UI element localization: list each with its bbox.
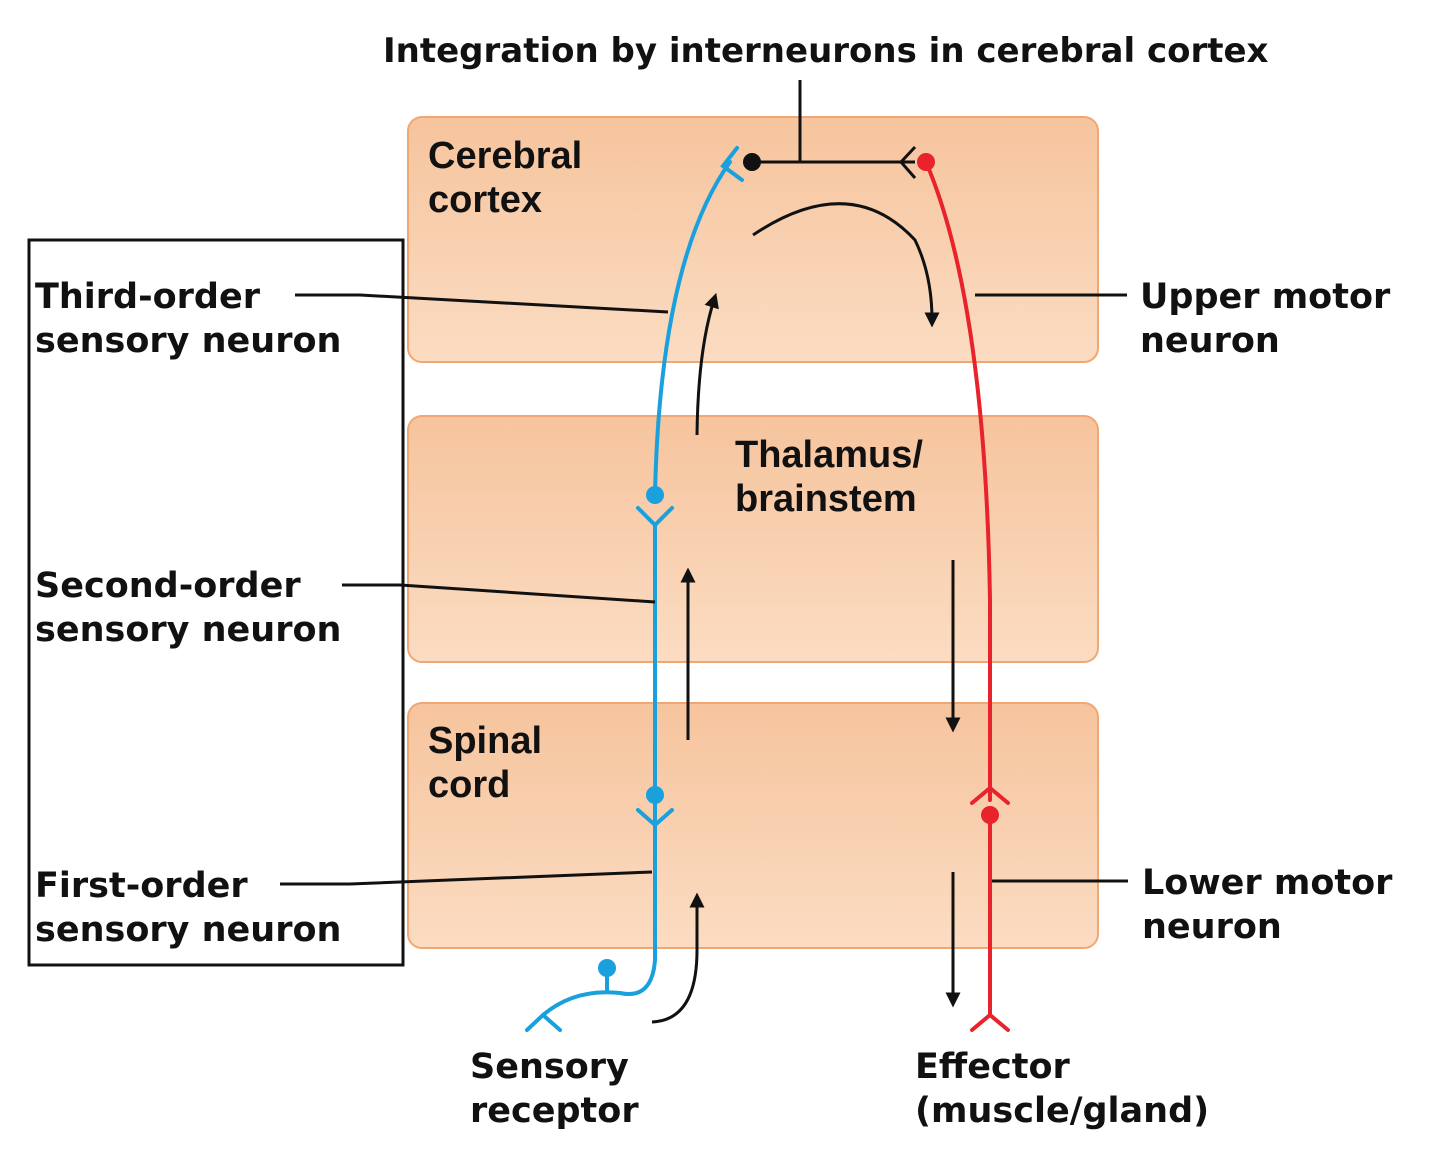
flow-arrows: [651, 202, 961, 1024]
effector-label: Effector(muscle/gland): [915, 1047, 1209, 1131]
spinal-cord-region: [407, 702, 1099, 949]
cerebral-cortex-region: [407, 116, 1099, 363]
interneuron: [743, 80, 917, 179]
third-order-sensory-neuron: [636, 146, 744, 528]
leader-lines: [280, 293, 1128, 886]
thalamus-region: [407, 415, 1099, 663]
second-order-sensory-neuron: [636, 486, 674, 828]
thalamus-label: Thalamus/brainstem: [735, 434, 923, 520]
sensory-neuron-bracket: [27, 238, 405, 967]
upper-motor-neuron: [917, 153, 1010, 805]
lower-motor-neuron: [970, 806, 1010, 1032]
diagram-title: Integration by interneurons in cerebral …: [383, 31, 1269, 71]
